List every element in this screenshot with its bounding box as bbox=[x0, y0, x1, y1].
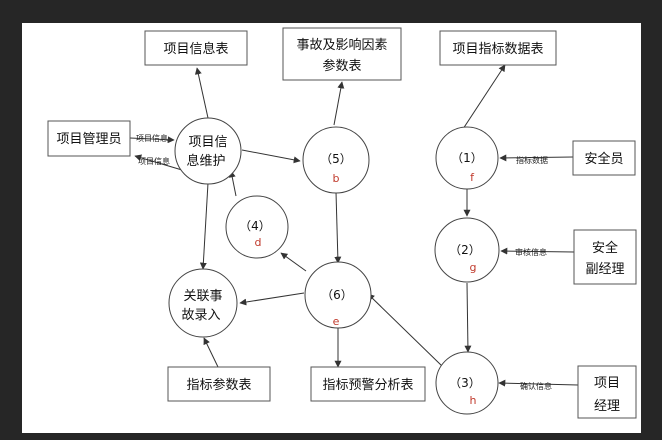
entity-label: 指标预警分析表 bbox=[322, 377, 413, 393]
edge-p5-to-p6 bbox=[334, 191, 342, 264]
process-tag: d bbox=[255, 236, 262, 249]
process-number: （4） bbox=[239, 219, 271, 233]
process-label-line2: 息维护 bbox=[186, 153, 225, 169]
entity-label-line1: 项目 bbox=[594, 376, 620, 391]
edge-p5-to-accident-table bbox=[333, 81, 345, 126]
entity-accident-factors-table[interactable]: 事故及影响因素 参数表 bbox=[282, 27, 402, 81]
flow-label-manager-to-p3: 确认信息 bbox=[520, 381, 552, 391]
process-6[interactable]: （6） e bbox=[304, 261, 372, 329]
entity-label: 安全员 bbox=[584, 151, 623, 167]
process-4[interactable]: （4） d bbox=[225, 195, 289, 259]
process-5[interactable]: （5） b bbox=[302, 126, 370, 194]
entity-label: 项目信息表 bbox=[163, 41, 228, 57]
process-label-line1: 项目信 bbox=[188, 135, 227, 150]
edge-info-to-link bbox=[199, 182, 209, 270]
edge-info-to-admin bbox=[134, 154, 183, 171]
edge-admin-to-info bbox=[129, 136, 175, 144]
flow-label-safety-to-p1: 指标数据 bbox=[516, 155, 548, 165]
process-number: （1） bbox=[451, 151, 483, 165]
entity-label-line1: 安全 bbox=[592, 240, 618, 256]
entity-deputy-manager[interactable]: 安全 副经理 bbox=[573, 229, 637, 285]
process-link-accident-entry[interactable]: 关联事 故录入 bbox=[168, 268, 238, 338]
edge-p1-to-indicator-table bbox=[460, 64, 506, 133]
edge-deputy-to-p2 bbox=[500, 247, 575, 255]
process-info-maintenance[interactable]: 项目信 息维护 bbox=[174, 117, 242, 185]
entity-label-line2: 副经理 bbox=[585, 262, 624, 277]
diagram-background bbox=[22, 23, 641, 433]
flow-label-admin-to-info: 项目信息 bbox=[136, 133, 168, 143]
entity-indicator-param-table[interactable]: 指标参数表 bbox=[167, 366, 271, 402]
entity-label-line2: 参数表 bbox=[322, 58, 361, 74]
process-label-line1: 关联事 bbox=[183, 289, 222, 304]
process-number: （5） bbox=[320, 152, 352, 166]
process-1[interactable]: （1） f bbox=[435, 126, 499, 190]
entity-project-manager[interactable]: 项目 经理 bbox=[577, 365, 637, 419]
edge-p6-to-p4 bbox=[280, 252, 307, 272]
edge-info-to-project-table bbox=[194, 67, 209, 119]
flow-label-info-to-admin: 项目信息 bbox=[138, 156, 170, 166]
edges bbox=[129, 64, 579, 387]
edge-info-to-p5 bbox=[241, 149, 301, 164]
entity-project-admin[interactable]: 项目管理员 bbox=[47, 120, 131, 157]
entity-label-line1: 事故及影响因素 bbox=[296, 37, 387, 53]
process-tag: h bbox=[470, 394, 477, 407]
flow-label-deputy-to-p2: 审核信息 bbox=[515, 247, 547, 257]
process-tag: e bbox=[333, 315, 340, 328]
edge-param-table-to-link bbox=[203, 337, 219, 368]
edge-p4-to-info bbox=[228, 170, 237, 197]
entity-project-info-table[interactable]: 项目信息表 bbox=[144, 30, 248, 66]
process-tag: f bbox=[470, 171, 475, 184]
entity-label-line2: 经理 bbox=[594, 399, 620, 414]
process-number: （3） bbox=[449, 376, 481, 390]
process-tag: g bbox=[470, 261, 477, 274]
entity-label: 项目指标数据表 bbox=[452, 42, 543, 57]
edge-p6-to-link bbox=[239, 292, 305, 306]
process-3[interactable]: （3） h bbox=[435, 351, 499, 415]
process-number: （2） bbox=[449, 243, 481, 257]
entity-warning-analysis-table[interactable]: 指标预警分析表 bbox=[310, 366, 426, 402]
entity-indicator-data-table[interactable]: 项目指标数据表 bbox=[439, 30, 557, 66]
edge-manager-to-p3 bbox=[498, 379, 579, 387]
edge-p2-to-p3 bbox=[464, 282, 472, 353]
process-tag: b bbox=[333, 172, 340, 185]
entity-safety-officer[interactable]: 安全员 bbox=[572, 140, 636, 176]
process-label-line2: 故录入 bbox=[181, 308, 220, 323]
edge-safety-to-p1 bbox=[499, 154, 574, 162]
process-number: （6） bbox=[321, 288, 353, 302]
process-2[interactable]: （2） g bbox=[434, 217, 500, 283]
edge-p3-to-p6 bbox=[367, 293, 443, 367]
entity-label: 项目管理员 bbox=[56, 132, 121, 147]
entity-label: 指标参数表 bbox=[186, 377, 251, 393]
